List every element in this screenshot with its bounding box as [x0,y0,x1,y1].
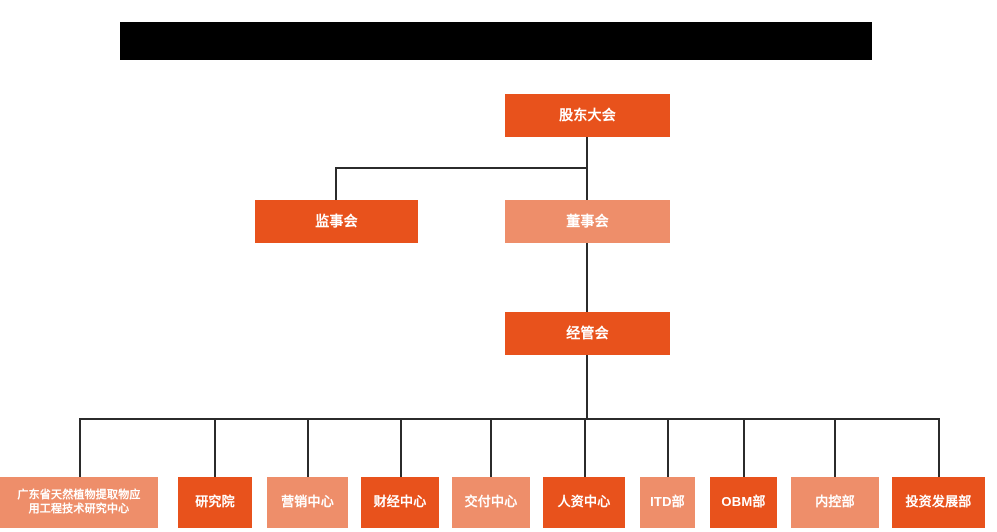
org-node-label-supervisors: 监事会 [315,212,358,229]
branch-drop-investment-development-department [938,418,940,477]
directors-to-management-stem [586,243,588,312]
org-node-label-research-institute: 研究院 [195,494,235,510]
org-node-delivery-center[interactable]: 交付中心 [452,477,530,528]
branch-drop-delivery-center [490,418,492,477]
branch-drop-marketing-center [307,418,309,477]
branch-drop-hr-center [584,418,586,477]
org-node-shareholders[interactable]: 股东大会 [505,94,670,137]
org-node-investment-development-department[interactable]: 投资发展部 [892,477,985,528]
org-node-marketing-center[interactable]: 营销中心 [267,477,348,528]
org-node-management-committee[interactable]: 经管会 [505,312,670,355]
branch-drop-itd-department [667,418,669,477]
shareholders-to-supervisors-horizontal [335,167,587,169]
org-node-itd-department[interactable]: ITD部 [640,477,695,528]
org-node-hr-center[interactable]: 人资中心 [543,477,625,528]
department-bus-horizontal [79,418,939,420]
management-to-bus-stem [586,355,588,418]
branch-drop-finance-center [400,418,402,477]
org-node-label-gd-research-center: 广东省天然植物提取物应 用工程技术研究中心 [17,488,141,515]
org-node-label-hr-center: 人资中心 [557,494,611,510]
org-node-label-obm-department: OBM部 [721,494,766,510]
branch-drop-gd-research-center [79,418,81,477]
org-node-label-shareholders: 股东大会 [559,106,616,123]
org-node-label-internal-control-department: 内控部 [815,494,855,510]
branch-drop-research-institute [214,418,216,477]
org-node-supervisors[interactable]: 监事会 [255,200,418,243]
supervisors-stem [335,167,337,200]
org-node-label-finance-center: 财经中心 [373,494,427,510]
redacted-title-bar [120,22,872,60]
org-node-gd-research-center[interactable]: 广东省天然植物提取物应 用工程技术研究中心 [0,477,158,528]
branch-drop-internal-control-department [834,418,836,477]
org-node-label-marketing-center: 营销中心 [281,494,334,510]
org-node-directors[interactable]: 董事会 [505,200,670,243]
shareholders-to-directors-stem [586,167,588,200]
org-node-finance-center[interactable]: 财经中心 [361,477,439,528]
org-node-label-management-committee: 经管会 [566,324,609,341]
org-node-label-directors: 董事会 [566,212,609,229]
org-node-obm-department[interactable]: OBM部 [710,477,777,528]
org-node-label-itd-department: ITD部 [650,494,685,510]
org-node-internal-control-department[interactable]: 内控部 [791,477,879,528]
org-node-label-delivery-center: 交付中心 [464,494,518,510]
org-node-label-investment-development-department: 投资发展部 [905,494,972,510]
shareholders-stem-upper [586,137,588,168]
branch-drop-obm-department [743,418,745,477]
org-node-research-institute[interactable]: 研究院 [178,477,252,528]
